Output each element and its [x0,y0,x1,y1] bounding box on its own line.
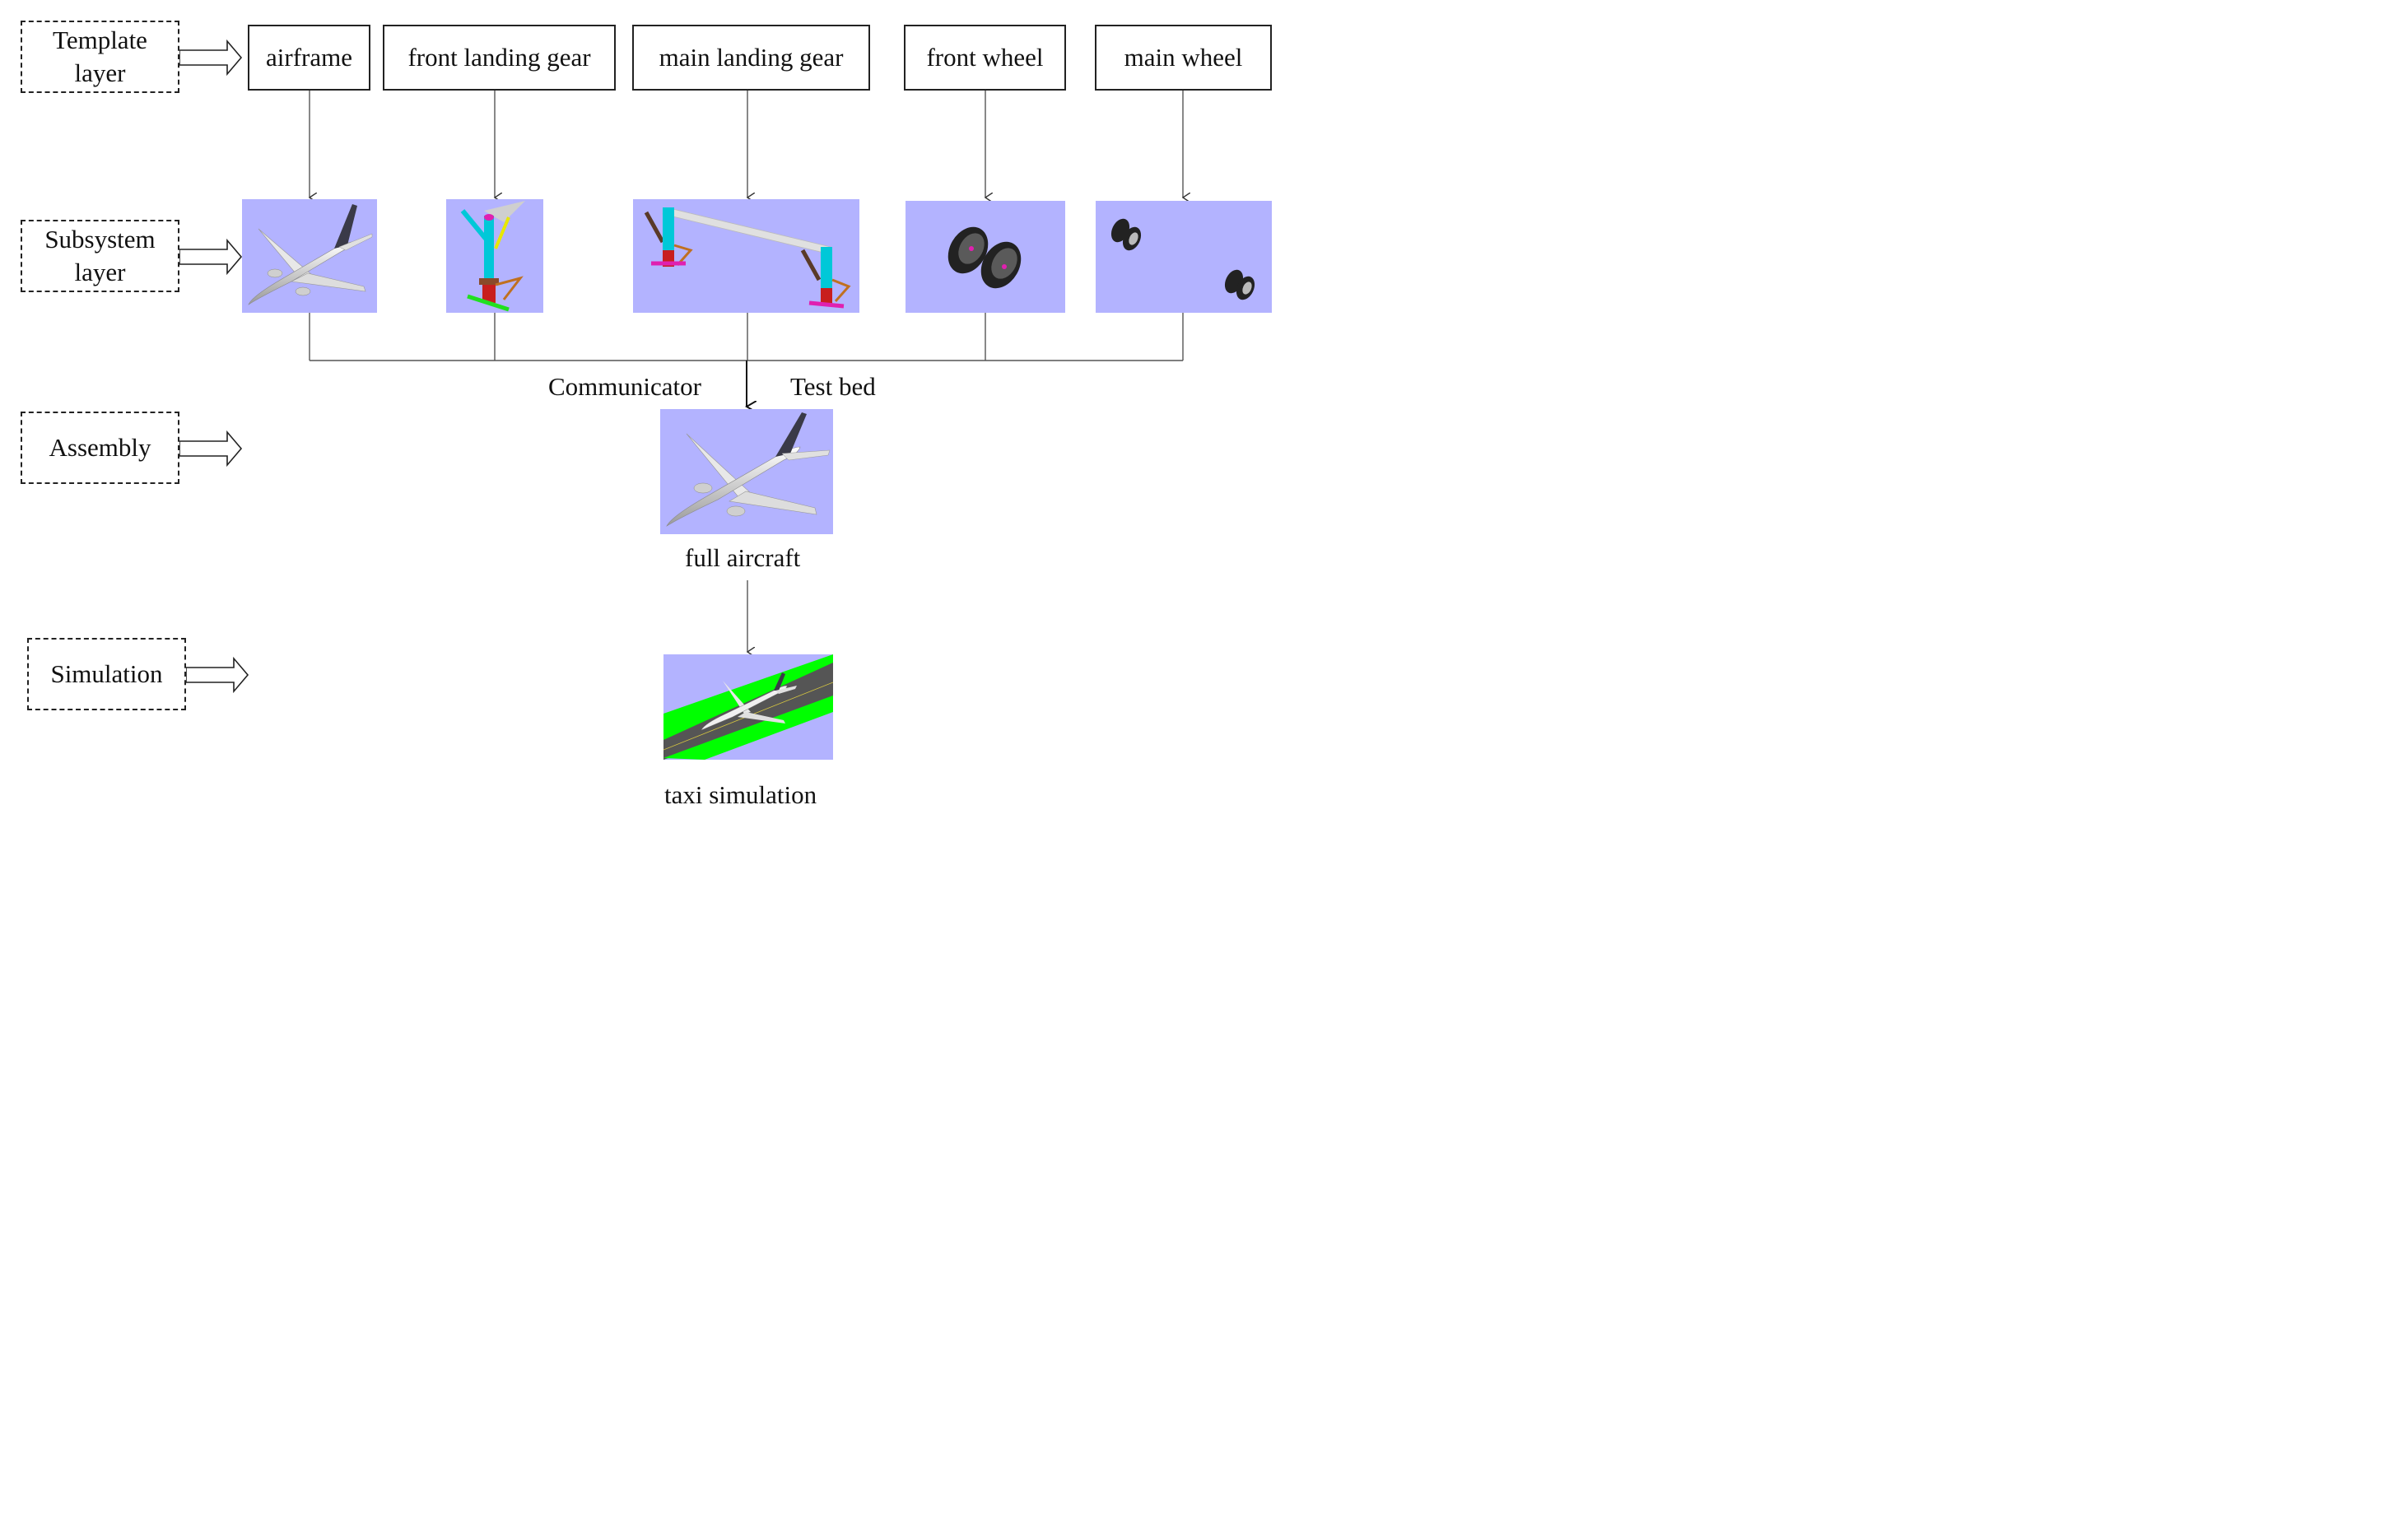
template-airframe: airframe [248,25,370,91]
template-main-landing-gear: main landing gear [632,25,870,91]
template-layer-label: Template layer [21,21,179,93]
taxi-simulation-render [663,654,833,760]
block-arrow-subsystem [179,238,243,276]
main-wheel-render [1096,201,1272,313]
main-landing-gear-render [633,199,859,313]
subsystem-layer-label: Subsystem layer [21,220,179,292]
front-wheel-render [906,201,1065,313]
test-bed-label: Test bed [790,372,876,401]
connector-lines [179,39,1284,694]
communicator-label: Communicator [548,372,701,401]
template-front-landing-gear: front landing gear [383,25,616,91]
block-arrow-assembly [179,430,243,468]
block-arrow-simulation [185,656,249,694]
taxi-simulation-caption: taxi simulation [664,780,817,809]
full-aircraft-render [660,409,833,534]
template-front-wheel: front wheel [904,25,1066,91]
assembly-layer-label: Assembly [21,412,179,484]
template-main-wheel: main wheel [1095,25,1272,91]
full-aircraft-caption: full aircraft [685,543,801,572]
block-arrow-template [179,39,243,77]
simulation-layer-label: Simulation [27,638,186,710]
front-landing-gear-render [446,199,543,313]
airframe-render [242,199,377,313]
